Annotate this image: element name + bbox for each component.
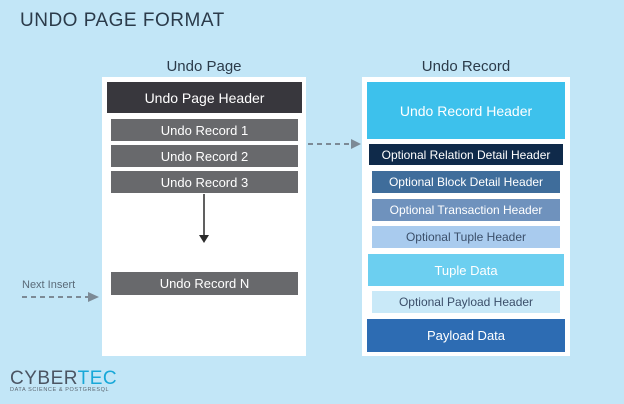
logo-cyber: CYBER [10, 368, 78, 389]
undo-page-panel: Undo Page Header Undo Record 1 Undo Reco… [102, 77, 306, 356]
dashed-link-arrow [308, 139, 361, 149]
undo-record-label: Undo Record [421, 58, 511, 75]
undo-record-header: Undo Record Header [367, 82, 565, 139]
undo-record-n: Undo Record N [111, 272, 298, 295]
optional-tuple-header: Optional Tuple Header [372, 226, 560, 248]
optional-block-detail-header: Optional Block Detail Header [372, 171, 560, 193]
next-insert-arrow [22, 292, 99, 302]
logo-tec: TEC [77, 368, 118, 389]
logo-tagline: DATA SCIENCE & POSTGRESQL [10, 387, 110, 393]
tuple-data: Tuple Data [368, 254, 564, 286]
undo-page-label: Undo Page [166, 58, 242, 75]
optional-relation-detail-header: Optional Relation Detail Header [369, 144, 563, 165]
undo-record-2: Undo Record 2 [111, 145, 298, 167]
page-title: UNDO PAGE FORMAT [20, 10, 225, 31]
undo-record-3: Undo Record 3 [111, 171, 298, 193]
undo-page-header: Undo Page Header [107, 82, 302, 113]
optional-transaction-header: Optional Transaction Header [372, 199, 560, 221]
next-insert-label: Next Insert [22, 279, 76, 291]
cybertec-logo: CYBERTEC [10, 368, 117, 390]
down-arrow [199, 194, 209, 243]
optional-payload-header: Optional Payload Header [372, 291, 560, 313]
undo-record-1: Undo Record 1 [111, 119, 298, 141]
undo-record-panel: Undo Record Header Optional Relation Det… [362, 77, 570, 356]
payload-data: Payload Data [367, 319, 565, 352]
